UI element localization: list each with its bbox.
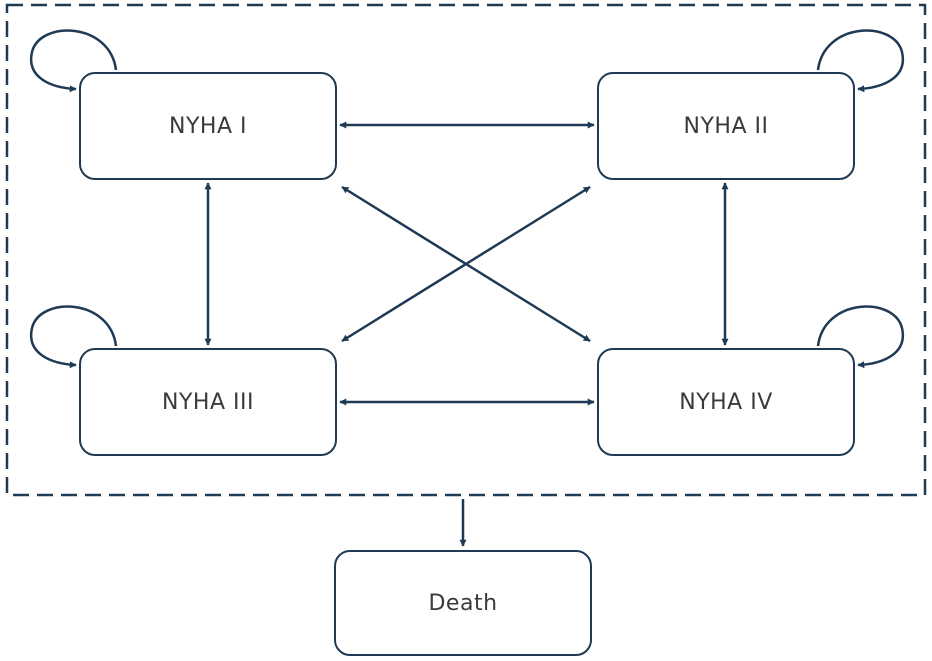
- node-nyha-3-label: NYHA III: [162, 389, 254, 415]
- self-loop-nyha2: [816, 29, 905, 93]
- node-nyha-1-label: NYHA I: [169, 113, 247, 139]
- node-nyha-2: NYHA II: [597, 72, 855, 180]
- self-loop-nyha1: [29, 29, 118, 93]
- nyha-group-boundary: [5, 3, 927, 497]
- node-nyha-4: NYHA IV: [597, 348, 855, 456]
- node-nyha-3: NYHA III: [79, 348, 337, 456]
- node-nyha-2-label: NYHA II: [683, 113, 769, 139]
- self-loop-nyha3: [29, 305, 118, 369]
- node-nyha-1: NYHA I: [79, 72, 337, 180]
- node-death: Death: [334, 550, 592, 656]
- node-death-label: Death: [428, 590, 498, 616]
- self-loop-nyha4: [816, 305, 905, 369]
- node-nyha-4-label: NYHA IV: [679, 389, 773, 415]
- edge-nyha2-nyha3: [341, 185, 591, 343]
